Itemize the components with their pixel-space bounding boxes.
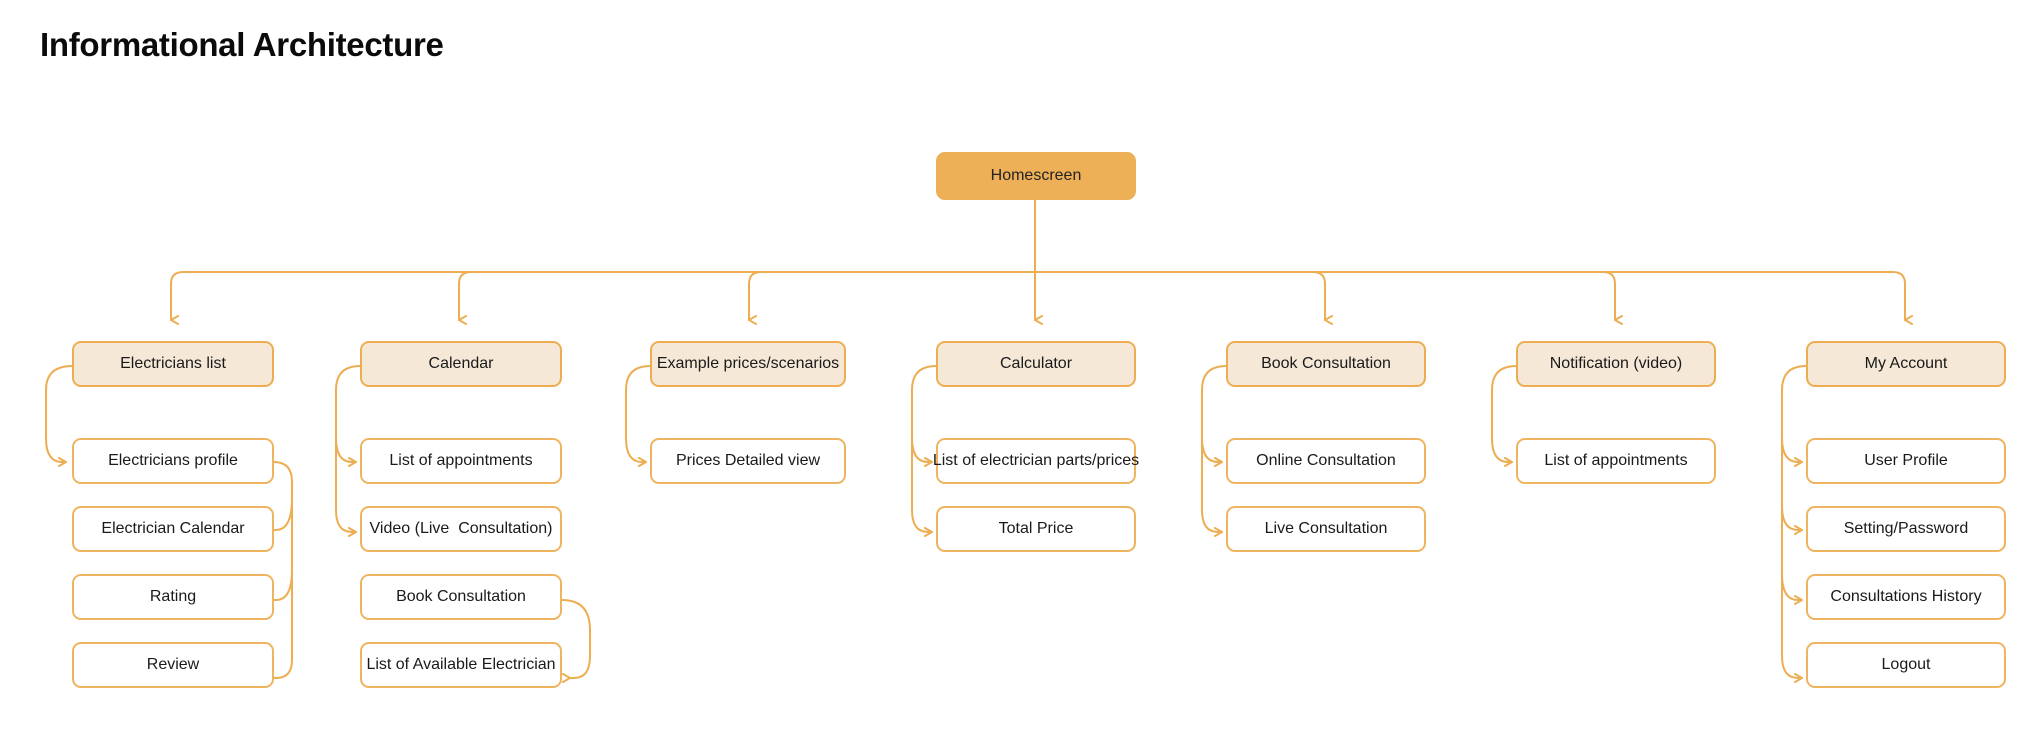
connector-bus-to-col7 (1034, 271, 1913, 325)
node-electricians-profile[interactable]: Electricians profile (72, 438, 274, 484)
node-list-of-available-electrician[interactable]: List of Available Electrician (360, 642, 562, 688)
node-label: Example prices/scenarios (656, 355, 840, 373)
node-label: List of Available Electrician (366, 656, 556, 674)
connector-col2-section-bus (335, 365, 361, 537)
node-prices-detailed-view[interactable]: Prices Detailed view (650, 438, 846, 484)
connector-bus-to-col1 (170, 271, 1036, 325)
connector-col1-bus-to-calendar (264, 497, 293, 535)
connector-col5-bus-to-online (1201, 437, 1223, 467)
connector-col5-section-bus (1201, 365, 1227, 537)
connector-bus-to-col5 (1034, 271, 1333, 325)
node-label: Live Consultation (1264, 520, 1388, 538)
connector-col7-bus-to-setting (1781, 505, 1803, 535)
node-list-of-electrician-parts-prices[interactable]: List of electrician parts/prices (932, 438, 1140, 484)
node-consultations-history[interactable]: Consultations History (1806, 574, 2006, 620)
node-list-of-appointments-notification[interactable]: List of appointments (1516, 438, 1716, 484)
connector-bus-to-col3 (748, 271, 1036, 325)
connector-col1-bus-to-rating (264, 569, 293, 605)
node-label: Online Consultation (1256, 452, 1396, 470)
node-label: Book Consultation (396, 588, 526, 606)
node-label: Total Price (998, 520, 1074, 538)
node-user-profile[interactable]: User Profile (1806, 438, 2006, 484)
node-label: List of appointments (389, 452, 533, 470)
connector-col7-bus-to-history (1781, 573, 1803, 605)
node-rating[interactable]: Rating (72, 574, 274, 620)
node-label: List of appointments (1544, 452, 1688, 470)
node-label: Electrician Calendar (101, 520, 245, 538)
connector-col7-section-bus (1781, 365, 1807, 683)
node-example-prices-scenarios[interactable]: Example prices/scenarios (650, 341, 846, 387)
connector-col3-section-to-child1 (625, 365, 651, 467)
node-review[interactable]: Review (72, 642, 274, 688)
node-list-of-appointments-calendar[interactable]: List of appointments (360, 438, 562, 484)
node-logout[interactable]: Logout (1806, 642, 2006, 688)
node-label: Notification (video) (1549, 355, 1683, 373)
node-electricians-list[interactable]: Electricians list (72, 341, 274, 387)
node-my-account[interactable]: My Account (1806, 341, 2006, 387)
node-calculator[interactable]: Calculator (936, 341, 1136, 387)
connector-col2-bus-to-appointments (335, 437, 357, 467)
node-homescreen[interactable]: Homescreen (936, 152, 1136, 200)
node-label: Consultations History (1830, 588, 1982, 606)
connector-bus-to-col2 (458, 271, 1036, 325)
node-label: Calendar (428, 355, 494, 373)
node-online-consultation[interactable]: Online Consultation (1226, 438, 1426, 484)
connector-col4-bus-to-parts (911, 437, 933, 467)
node-label: My Account (1864, 355, 1948, 373)
node-book-consultation[interactable]: Book Consultation (1226, 341, 1426, 387)
node-label: Setting/Password (1843, 520, 1969, 538)
node-label: Rating (149, 588, 197, 606)
node-label: Prices Detailed view (675, 452, 821, 470)
node-label: Calculator (999, 355, 1073, 373)
node-label: Review (146, 656, 200, 674)
node-setting-password[interactable]: Setting/Password (1806, 506, 2006, 552)
node-label: Book Consultation (1261, 355, 1391, 373)
connector-col7-bus-to-profile (1781, 437, 1803, 467)
connector-col6-section-to-child1 (1491, 365, 1517, 467)
node-label: Electricians list (120, 355, 226, 373)
node-calendar[interactable]: Calendar (360, 341, 562, 387)
node-book-consultation-calendar[interactable]: Book Consultation (360, 574, 562, 620)
connector-bus-to-col6 (1034, 271, 1623, 325)
node-video-live-consultation[interactable]: Video (Live Consultation) (360, 506, 562, 552)
node-label: User Profile (1864, 452, 1948, 470)
node-label: Logout (1881, 656, 1931, 674)
page-title: Informational Architecture (40, 26, 444, 63)
node-notification-video[interactable]: Notification (video) (1516, 341, 1716, 387)
node-label: Video (Live Consultation) (369, 520, 553, 538)
node-label: Homescreen (990, 167, 1082, 185)
node-total-price[interactable]: Total Price (936, 506, 1136, 552)
connector-col1-section-to-child1 (45, 365, 73, 467)
connector-col2-book-to-available (561, 599, 591, 683)
connector-col1-child1-bus (264, 461, 293, 683)
node-label: List of electrician parts/prices (932, 452, 1140, 470)
node-live-consultation[interactable]: Live Consultation (1226, 506, 1426, 552)
node-electrician-calendar[interactable]: Electrician Calendar (72, 506, 274, 552)
node-label: Electricians profile (108, 452, 238, 470)
connector-col4-section-bus (911, 365, 937, 537)
